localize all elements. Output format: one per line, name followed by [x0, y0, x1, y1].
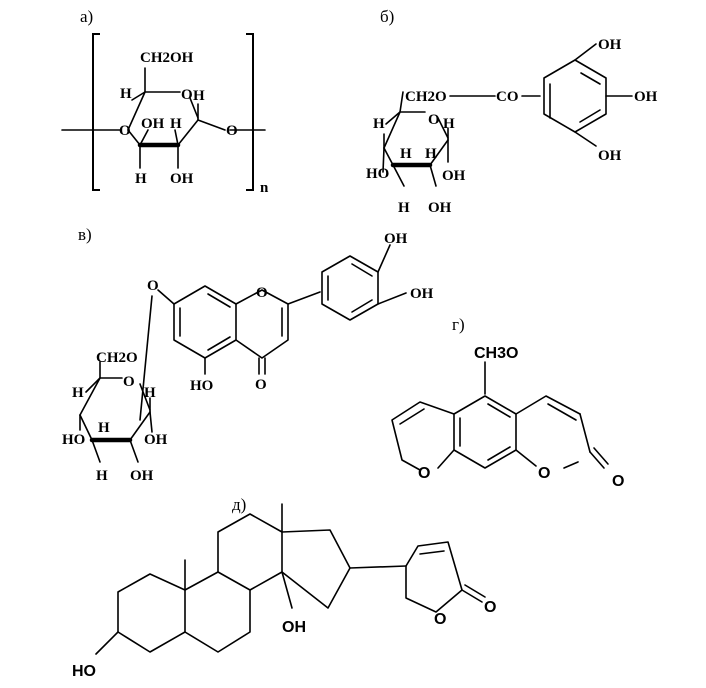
coumarin-o-pyran: O: [538, 465, 550, 482]
cellulose-o-right: O: [226, 123, 238, 139]
label-a: а): [80, 7, 93, 26]
flavone-h1: H: [72, 385, 84, 401]
flavone-h3: H: [98, 420, 110, 436]
flavone-o-sugar: O: [123, 374, 135, 390]
cellulose-oh1: OH: [141, 116, 165, 132]
gallate-oh-top: OH: [598, 37, 622, 53]
flavone-o-link: O: [147, 278, 159, 294]
flavone-ho-left: HO: [62, 432, 85, 448]
flavone-oh-bot: OH: [130, 468, 154, 484]
flavone-oh-right: OH: [410, 286, 434, 302]
gallate-oh-bot: OH: [428, 200, 452, 216]
flavone-h4: H: [96, 468, 108, 484]
cellulose-ch2oh: CH2OH: [140, 50, 194, 66]
steroid-o-carbonyl: O: [484, 599, 496, 616]
gallate-h3: H: [400, 146, 412, 162]
label-d: д): [232, 495, 246, 514]
cellulose-structure: CH2OH O H H OH H O O H OH n: [61, 33, 269, 196]
cellulose-oh2: OH: [170, 171, 194, 187]
flavone-oh-mid: OH: [144, 432, 168, 448]
flavone-oh-top: OH: [384, 231, 408, 247]
gallate-oh-right: OH: [634, 89, 658, 105]
steroid-ho: HO: [72, 663, 96, 680]
cellulose-h2: H: [193, 88, 205, 104]
label-v: в): [78, 225, 92, 244]
coumarin-o-furan: O: [418, 465, 430, 482]
flavone-ho-bottom: HO: [190, 378, 213, 394]
steroid-structure: OH HO O O: [72, 503, 496, 680]
gallate-h4: H: [425, 146, 437, 162]
flavone-o-carbonyl: O: [255, 377, 267, 393]
cellulose-h4: H: [135, 171, 147, 187]
gallate-ho-left: HO: [366, 166, 389, 182]
gallate-oh-bottom: OH: [598, 148, 622, 164]
label-b: б): [380, 7, 394, 26]
cellulose-o-left: O: [119, 123, 131, 139]
gallate-o-ring: O: [428, 112, 440, 128]
coumarin-ch3o: CH3O: [474, 345, 518, 362]
flavone-o-ring: O: [256, 285, 268, 301]
gallate-ch2o: CH2O: [405, 89, 447, 105]
gallate-structure: CH2O CO O H H H HO OH H H OH OH OH OH: [366, 37, 658, 216]
gallate-h2: H: [443, 116, 455, 132]
steroid-oh: OH: [282, 619, 306, 636]
coumarin-o-carbonyl: O: [612, 473, 624, 490]
cellulose-h3: H: [170, 116, 182, 132]
cellulose-o-ring: O: [181, 87, 193, 103]
flavone-h2: H: [144, 385, 156, 401]
gallate-h5: H: [398, 200, 410, 216]
steroid-o-ring: O: [434, 611, 446, 628]
gallate-co: CO: [496, 89, 519, 105]
gallate-oh-mid: OH: [442, 168, 466, 184]
cellulose-h1: H: [120, 86, 132, 102]
flavone-ch2o: CH2O: [96, 350, 138, 366]
label-g: г): [452, 315, 465, 334]
coumarin-structure: CH3O O O O: [391, 345, 624, 490]
cellulose-n: n: [260, 180, 269, 196]
gallate-h1: H: [373, 116, 385, 132]
flavone-structure: O O HO O OH OH CH2O O H H H: [62, 231, 434, 484]
